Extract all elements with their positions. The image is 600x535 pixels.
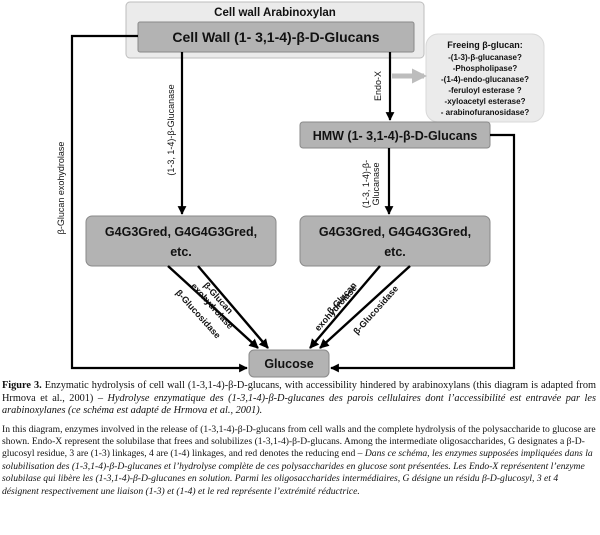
hmw-glucans-label: HMW (1- 3,1-4)-β-D-Glucans <box>313 129 478 143</box>
figure-text: Enzymatic hydrolysis of cell wall (1-3,1… <box>2 380 597 404</box>
figure-caption: Figure 3. Enzymatic hydrolysis of cell w… <box>2 380 596 504</box>
exohydrolase-mid-right-label-2: exohydrolase <box>313 283 359 333</box>
freeing-item: - arabinofuranosidase? <box>441 108 530 117</box>
freeing-item: -xyloacetyl esterase? <box>445 97 526 106</box>
freeing-item: -Phospholipase? <box>453 64 518 73</box>
beta-glucan-exohydrolase-left-label: β-Glucan exohydrolase <box>56 142 66 235</box>
figure-caption-main: Figure 3. Enzymatic hydrolysis of cell w… <box>2 380 596 418</box>
cell-wall-glucans-label: Cell Wall (1- 3,1-4)-β-D-Glucans <box>172 29 379 45</box>
arrow-right-oligo-to-glucose-1 <box>309 265 381 349</box>
freeing-item: -(1-4)-endo-glucanase? <box>441 75 529 84</box>
glucose-box <box>248 349 330 378</box>
figure-label: Figure 3. <box>2 380 42 391</box>
freeing-item: -(1-3)-β-glucanase? <box>448 53 522 62</box>
left-oligo-line1: G4G3Gred, G4G4G3Gred, <box>105 225 257 239</box>
arrow-left-oligo-to-glucose-1 <box>167 265 259 349</box>
arrow-right-oligo-to-glucose-2 <box>319 265 411 349</box>
left-oligo-line2: etc. <box>170 245 192 259</box>
glucose-label: Glucose <box>264 357 313 371</box>
right-oligosaccharides-box <box>299 215 491 267</box>
right-oligo-line2: etc. <box>384 245 406 259</box>
figure-description: In this diagram, enzymes involved in the… <box>2 424 596 498</box>
outer-title: Cell wall Arabinoxylan <box>214 7 336 19</box>
arrow-left-oligo-to-glucose-2 <box>197 265 269 349</box>
arrow-left-exohydrolase <box>70 34 248 373</box>
left-oligosaccharides-box <box>85 215 277 267</box>
endo-x-label: Endo-X <box>373 71 383 101</box>
right-oligo-line1: G4G3Gred, G4G4G3Gred, <box>319 225 471 239</box>
glucanase-right-label-1: (1-3, 1-4)-β- <box>361 160 371 208</box>
glucanase-left-label: (1-3, 1-4)-β-Glucanase <box>166 84 176 175</box>
description-fr: Dans ce schéma, les enzymes supposées im… <box>2 448 593 497</box>
figure-text-fr: Hydrolyse enzymatique des (1-3,1-4)-β-D-… <box>2 392 596 417</box>
description-en: In this diagram, enzymes involved in the… <box>2 423 596 460</box>
arrow-right-exohydrolase <box>330 133 516 373</box>
freeing-title: Freeing β-glucan: <box>447 40 523 50</box>
glucanase-right-label-2: Glucanase <box>371 162 381 205</box>
freeing-item: -feruloyl esterase ? <box>448 86 521 95</box>
